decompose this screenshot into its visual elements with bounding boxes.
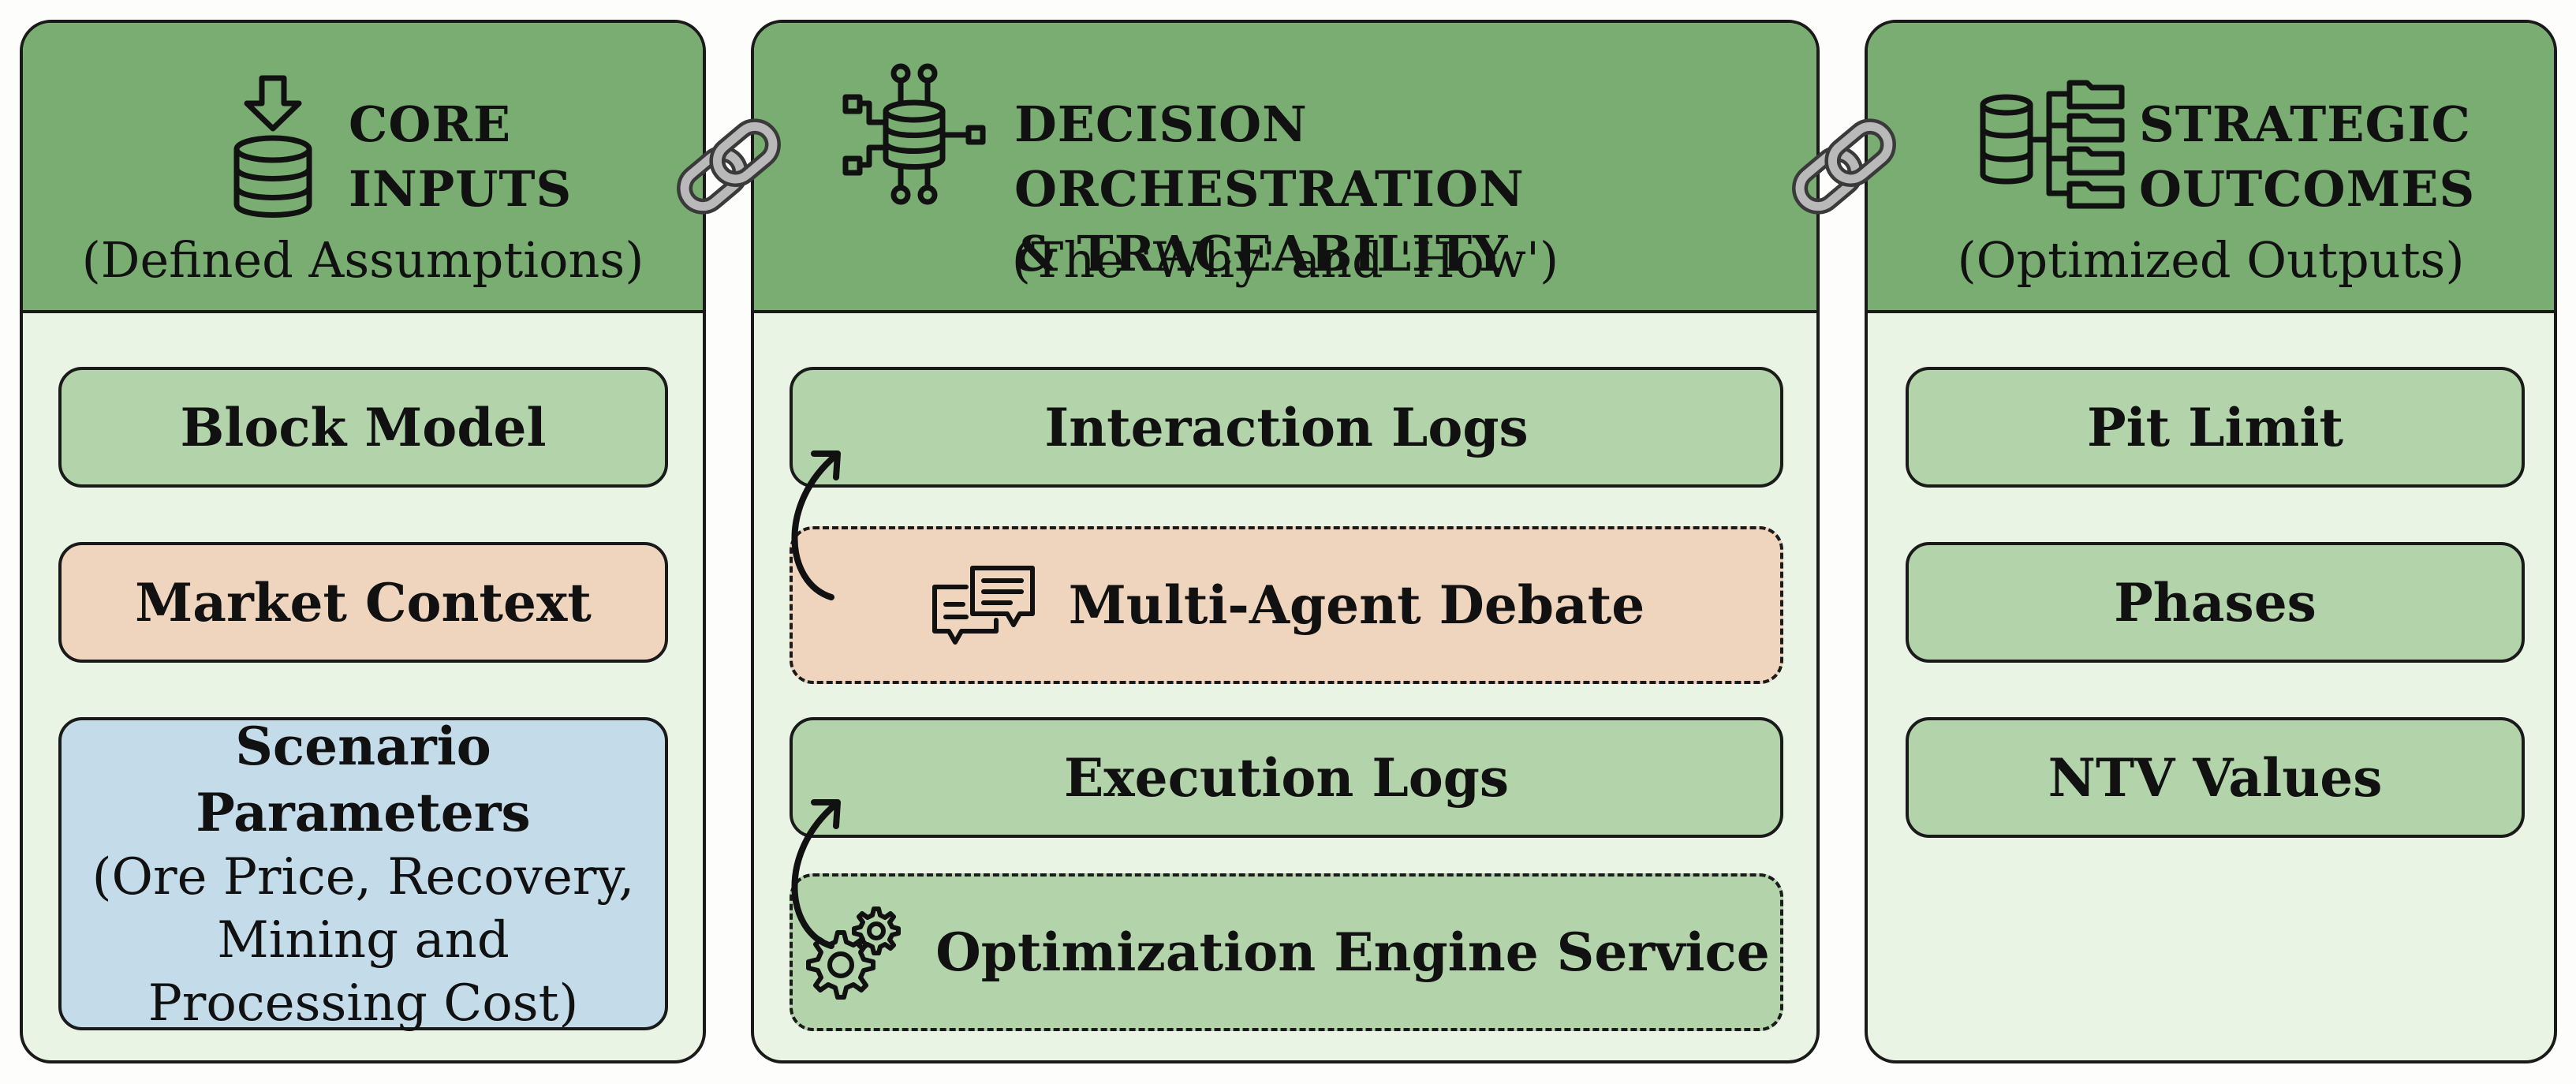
- scenario-parameters-desc-2: Mining and: [217, 910, 510, 970]
- phases-box[interactable]: Phases: [1906, 542, 2525, 663]
- chain-link-icon: [677, 118, 781, 215]
- outcomes-title-line-1: STRATEGIC: [2139, 95, 2471, 153]
- outcomes-header: STRATEGIC OUTCOMES (Optimized Outputs): [1868, 23, 2554, 313]
- multi-agent-debate-box[interactable]: Multi-Agent Debate: [790, 526, 1783, 684]
- interaction-logs-label: Interaction Logs: [1044, 396, 1529, 458]
- execution-logs-label: Execution Logs: [1063, 746, 1510, 809]
- database-folders-icon: [1980, 80, 2125, 209]
- database-network-icon: [842, 63, 986, 205]
- orchestration-header: DECISION ORCHESTRATION & TRACEABILITY (T…: [754, 23, 1816, 313]
- optimization-engine-label: Optimization Engine Service: [935, 921, 1770, 983]
- scenario-parameters-desc-3: Processing Cost): [147, 974, 579, 1033]
- outcomes-subtitle: (Optimized Outputs): [1957, 231, 2465, 289]
- market-context-label: Market Context: [135, 571, 592, 634]
- interaction-logs-box[interactable]: Interaction Logs: [790, 367, 1783, 488]
- orchestration-subtitle: (The 'Why' and 'How'): [1011, 231, 1559, 289]
- outcomes-panel: STRATEGIC OUTCOMES (Optimized Outputs) P…: [1865, 20, 2557, 1063]
- chat-bubbles-icon: [931, 566, 1035, 645]
- scenario-parameters-title: Scenario Parameters: [196, 715, 531, 843]
- orchestration-title-line-2: & TRACEABILITY: [1014, 225, 1509, 282]
- core-inputs-panel: CORE INPUTS (Defined Assumptions) Block …: [20, 20, 706, 1063]
- core-inputs-subtitle: (Defined Assumptions): [81, 231, 644, 289]
- core-inputs-title-line-1: CORE: [349, 95, 512, 153]
- gears-icon: [806, 906, 902, 1000]
- core-inputs-header: CORE INPUTS (Defined Assumptions): [23, 23, 703, 313]
- market-context-box[interactable]: Market Context: [58, 542, 668, 663]
- block-model-box[interactable]: Block Model: [58, 367, 668, 488]
- pit-limit-box[interactable]: Pit Limit: [1906, 367, 2525, 488]
- ntv-values-box[interactable]: NTV Values: [1906, 717, 2525, 838]
- chain-link-icon: [1792, 118, 1896, 215]
- scenario-parameters-desc-1: (Ore Price, Recovery,: [91, 847, 635, 906]
- orchestration-title-line-1: DECISION ORCHESTRATION: [1014, 95, 1525, 218]
- orchestration-panel: DECISION ORCHESTRATION & TRACEABILITY (T…: [751, 20, 1820, 1063]
- multi-agent-debate-label: Multi-Agent Debate: [1068, 574, 1645, 636]
- database-download-icon: [233, 75, 312, 218]
- scenario-parameters-box[interactable]: Scenario Parameters (Ore Price, Recovery…: [58, 716, 668, 1033]
- curved-arrow-icon: [791, 799, 841, 949]
- ntv-values-label: NTV Values: [2048, 746, 2383, 809]
- pit-limit-label: Pit Limit: [2086, 396, 2344, 458]
- block-model-label: Block Model: [180, 396, 547, 458]
- core-inputs-title-line-2: INPUTS: [349, 160, 573, 218]
- phases-label: Phases: [2114, 571, 2317, 634]
- curved-arrow-icon: [791, 450, 841, 600]
- execution-logs-box[interactable]: Execution Logs: [790, 717, 1783, 838]
- outcomes-title-line-2: OUTCOMES: [2139, 160, 2476, 218]
- optimization-engine-box[interactable]: Optimization Engine Service: [790, 873, 1783, 1031]
